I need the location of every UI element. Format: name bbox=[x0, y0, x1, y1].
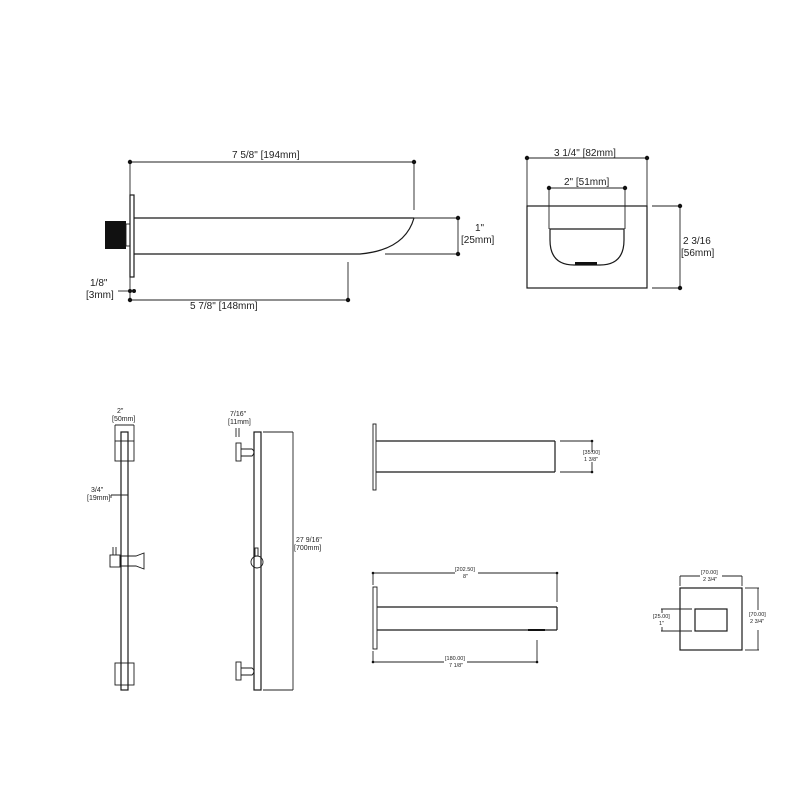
spout-height-in-label: 1" bbox=[475, 223, 485, 234]
square-front-height-in-label: 2 3/4" bbox=[750, 619, 765, 625]
projection-length-label: 5 7/8" [148mm] bbox=[190, 301, 258, 312]
square-spout-front-view bbox=[661, 575, 759, 651]
square-front-height-mm-label: [70.00] bbox=[749, 612, 766, 618]
square-front-width-in-label: 2 3/4" bbox=[703, 577, 718, 583]
square-overall-mm-label: [202.50] bbox=[455, 567, 475, 573]
spout-height-mm-label: [25mm] bbox=[461, 235, 495, 246]
flange-thickness-mm-label: [3mm] bbox=[86, 290, 114, 301]
overall-length-label: 7 5/8" [194mm] bbox=[232, 150, 300, 161]
front-height-mm-label: [56mm] bbox=[681, 248, 715, 259]
slide-bar-side-view bbox=[235, 428, 294, 691]
square-outlet-mm-label: [25.00] bbox=[653, 614, 670, 620]
thread-icon bbox=[105, 221, 126, 249]
square-height-in-label: 1 3/8" bbox=[584, 457, 599, 463]
front-height-in-label: 2 3/16 bbox=[683, 236, 711, 247]
outlet-width-label: 2" [51mm] bbox=[564, 177, 610, 188]
slide-bar-front-view bbox=[109, 424, 145, 691]
offset-mm-label: [11mm] bbox=[228, 419, 251, 426]
front-width-label: 3 1/4" [82mm] bbox=[554, 148, 616, 159]
square-projection-mm-label: [180.00] bbox=[445, 656, 465, 662]
flange-thickness-in-label: 1/8" bbox=[90, 278, 108, 289]
offset-in-label: 7/16" bbox=[230, 411, 247, 418]
spout-front-view bbox=[524, 155, 683, 291]
square-height-mm-label: [35.00] bbox=[583, 450, 600, 456]
bar-length-in-label: 27 9/16" bbox=[296, 537, 322, 544]
bracket-width-in-label: 2" bbox=[117, 408, 124, 415]
square-overall-in-label: 8" bbox=[463, 574, 469, 580]
square-spout-side-view-2 bbox=[371, 571, 559, 664]
bar-diameter-in-label: 3/4" bbox=[91, 487, 104, 494]
square-outlet-in-label: 1" bbox=[659, 621, 665, 627]
square-front-width-mm-label: [70.00] bbox=[701, 570, 718, 576]
bracket-width-mm-label: [50mm] bbox=[112, 416, 136, 423]
bar-length-mm-label: [700mm] bbox=[294, 545, 322, 552]
square-projection-in-label: 7 1/8" bbox=[449, 663, 464, 669]
spout-side-view bbox=[105, 159, 461, 303]
square-spout-side-view bbox=[372, 423, 594, 491]
bar-diameter-mm-label: [19mm] bbox=[87, 495, 111, 502]
